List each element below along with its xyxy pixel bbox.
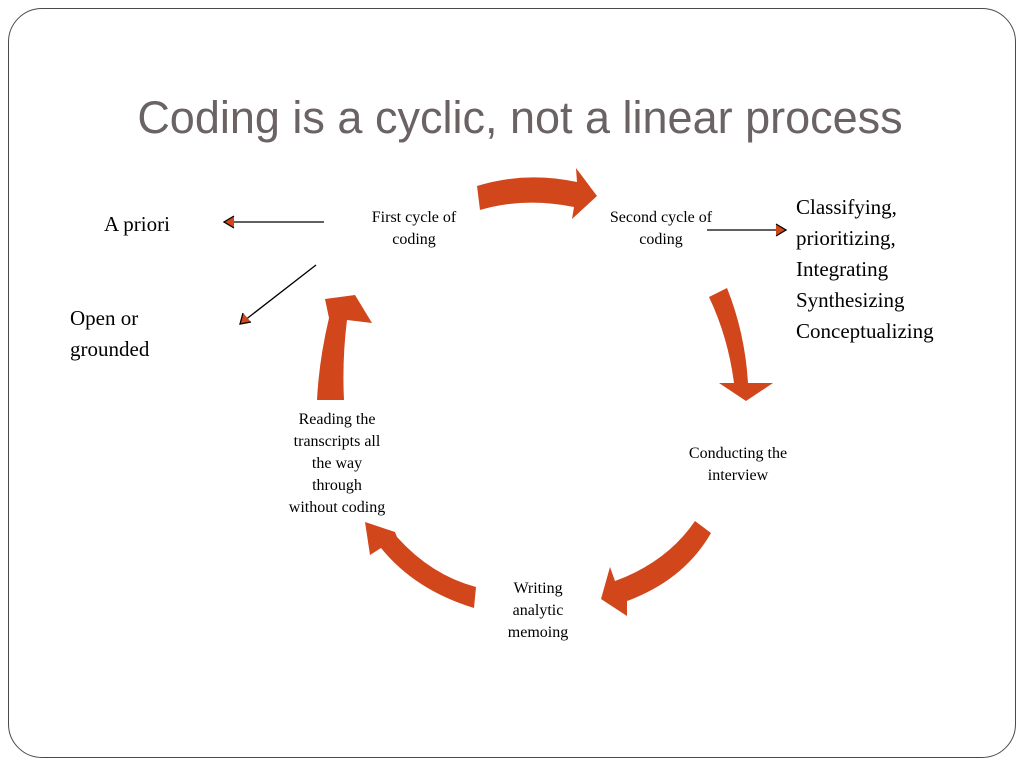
node-writing-line: analytic <box>512 602 564 619</box>
slide-title: Coding is a cyclic, not a linear process <box>137 92 903 143</box>
node-conducting-line: interview <box>707 467 769 484</box>
node-conducting-line: Conducting the <box>688 445 788 462</box>
node-reading-line: without coding <box>288 499 386 516</box>
node-writing-line: Writing <box>513 580 563 597</box>
outcome-item: Integrating <box>796 257 889 281</box>
cycle-arrow-second-to-conducting <box>709 288 773 401</box>
node-reading-line: Reading the <box>298 411 376 428</box>
node-writing-line: memoing <box>507 624 569 641</box>
node-first-cycle-line: coding <box>392 231 436 248</box>
branch-arrow-open <box>239 264 317 325</box>
branch-arrow-apriori-head <box>222 215 235 229</box>
node-conducting-interview: Conducting the interview <box>668 443 808 487</box>
label-open-grounded: Open or grounded <box>70 303 149 365</box>
cycle-arrow-reading-to-first <box>317 295 372 400</box>
node-second-cycle: Second cycle of coding <box>591 207 731 251</box>
node-reading-transcripts: Reading the transcripts all the way thro… <box>267 409 407 519</box>
outcome-item: Synthesizing <box>796 288 905 312</box>
node-writing-memoing: Writing analytic memoing <box>478 578 598 644</box>
node-first-cycle-line: First cycle of <box>371 209 457 226</box>
label-a-priori: A priori <box>104 212 170 236</box>
node-reading-line: through <box>312 477 362 494</box>
outcome-item: prioritizing, <box>796 226 896 250</box>
node-reading-line: transcripts all <box>293 433 381 450</box>
node-reading-line: the way <box>311 455 363 472</box>
branch-arrow-second-outcomes-head <box>775 223 788 237</box>
cycle-arrow-conducting-to-writing <box>601 521 711 616</box>
outcome-item: Classifying, <box>796 195 897 219</box>
branch-arrow-open-head <box>239 312 252 325</box>
slide-frame <box>8 8 1016 758</box>
label-open-line: Open or <box>70 306 139 330</box>
cycle-arrow-first-to-second <box>477 168 597 219</box>
cycle-arrow-writing-to-reading <box>365 522 476 608</box>
label-second-cycle-outcomes: Classifying, prioritizing, Integrating S… <box>796 192 934 347</box>
node-second-cycle-line: Second cycle of <box>609 209 713 226</box>
node-second-cycle-line: coding <box>639 231 683 248</box>
label-open-line: grounded <box>70 337 150 361</box>
node-first-cycle: First cycle of coding <box>344 207 484 251</box>
outcome-item: Conceptualizing <box>796 319 934 343</box>
